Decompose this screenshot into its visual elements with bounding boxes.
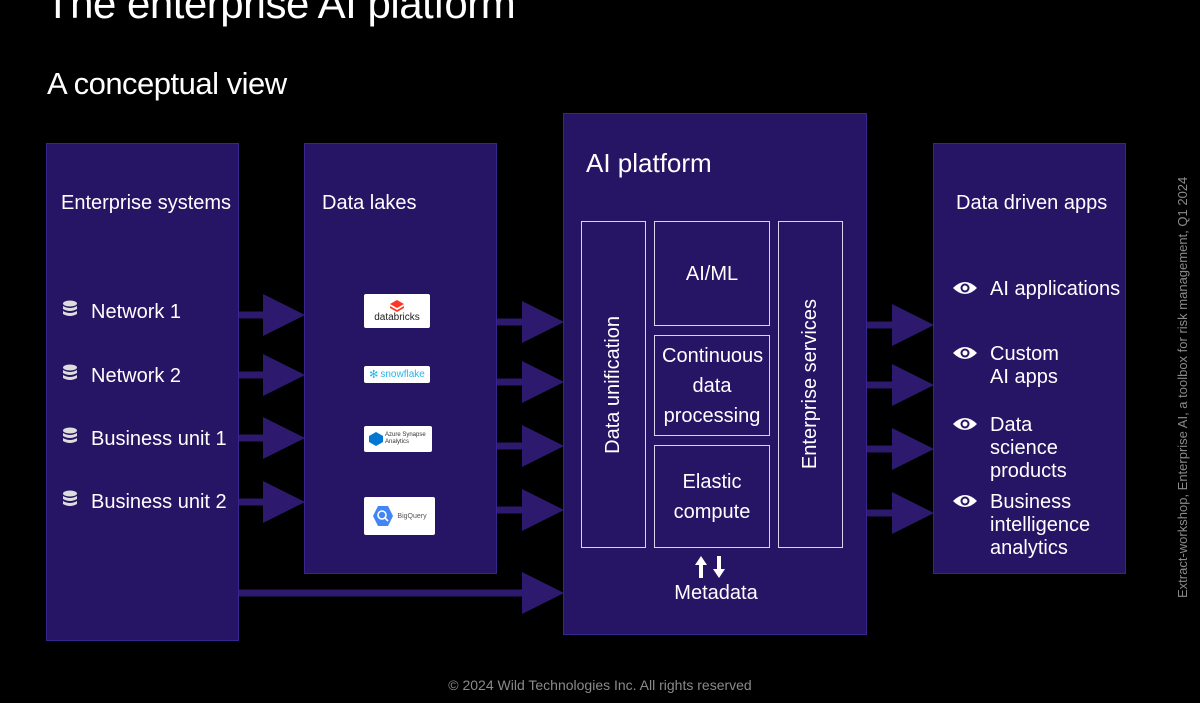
list-item-label: Network 1: [91, 300, 182, 323]
eye-icon: [952, 279, 978, 303]
enterprise-services-label: Enterprise services: [799, 299, 821, 470]
elastic-compute-label: Elastic compute: [673, 470, 751, 523]
elastic-compute-box: Elastic compute: [654, 445, 770, 548]
enterprise-systems-panel: Enterprise systems Network 1 Network 2 B…: [46, 143, 239, 641]
page-title: The enterprise AI platform: [45, 0, 516, 27]
list-item-label: Data science products: [990, 414, 1067, 482]
enterprise-services-box: Enterprise services: [778, 221, 843, 548]
list-item-label: Network 2: [91, 364, 182, 387]
list-item-label: AI applications: [990, 278, 1121, 300]
list-item-label: Business unit 2: [91, 490, 227, 513]
enterprise-systems-title: Enterprise systems: [61, 192, 232, 214]
list-item: Data science products: [952, 414, 1102, 483]
database-icon: [61, 427, 79, 451]
up-down-arrows-icon: [693, 554, 733, 585]
list-item: Business unit 2: [61, 490, 227, 514]
continuous-data-processing-label: Continuous data processing: [662, 344, 764, 427]
list-item: Business unit 1: [61, 427, 227, 451]
data-lakes-panel: Data lakes databricks ✻ snowflake Azure …: [304, 143, 497, 574]
snowflake-logo: ✻ snowflake: [364, 366, 430, 383]
databricks-icon: [390, 299, 404, 312]
eye-icon: [952, 415, 978, 439]
bigquery-icon: [373, 506, 394, 526]
bigquery-logo: BigQuery: [364, 497, 435, 535]
aiml-box: AI/ML: [654, 221, 770, 326]
database-icon: [61, 364, 79, 388]
list-item: Network 2: [61, 364, 181, 388]
list-item-label: Business unit 1: [91, 427, 227, 450]
list-item-label: Business intelligence analytics: [990, 491, 1091, 559]
page-subtitle: A conceptual view: [47, 66, 287, 101]
copyright-footer: © 2024 Wild Technologies Inc. All rights…: [448, 677, 752, 693]
metadata-label: Metadata: [674, 582, 758, 604]
data-unification-box: Data unification: [581, 221, 646, 548]
aiml-label: AI/ML: [685, 262, 739, 285]
ai-platform-panel: AI platform Data unification AI/ML Conti…: [563, 113, 867, 635]
database-icon: [61, 490, 79, 514]
list-item: Business intelligence analytics: [952, 491, 1102, 560]
data-lakes-title: Data lakes: [322, 192, 417, 214]
azure-synapse-logo: Azure Synapse Analytics: [364, 426, 432, 452]
list-item: Network 1: [61, 300, 181, 324]
data-driven-apps-panel: Data driven apps AI applications Custom …: [933, 143, 1126, 574]
list-item: AI applications: [952, 278, 1122, 303]
data-unification-label: Data unification: [602, 315, 624, 454]
eye-icon: [952, 344, 978, 368]
eye-icon: [952, 492, 978, 516]
database-icon: [61, 300, 79, 324]
continuous-data-processing-box: Continuous data processing: [654, 335, 770, 436]
azure-synapse-icon: [369, 432, 383, 446]
snowflake-icon: ✻: [369, 369, 379, 381]
side-note: Extract-workshop, Enterprise AI, a toolb…: [1175, 176, 1190, 598]
list-item: Custom AI apps: [952, 343, 1072, 389]
data-driven-apps-title: Data driven apps: [956, 192, 1108, 214]
ai-platform-title: AI platform: [586, 148, 712, 178]
list-item-label: Custom AI apps: [990, 343, 1059, 388]
databricks-logo: databricks: [364, 294, 430, 328]
